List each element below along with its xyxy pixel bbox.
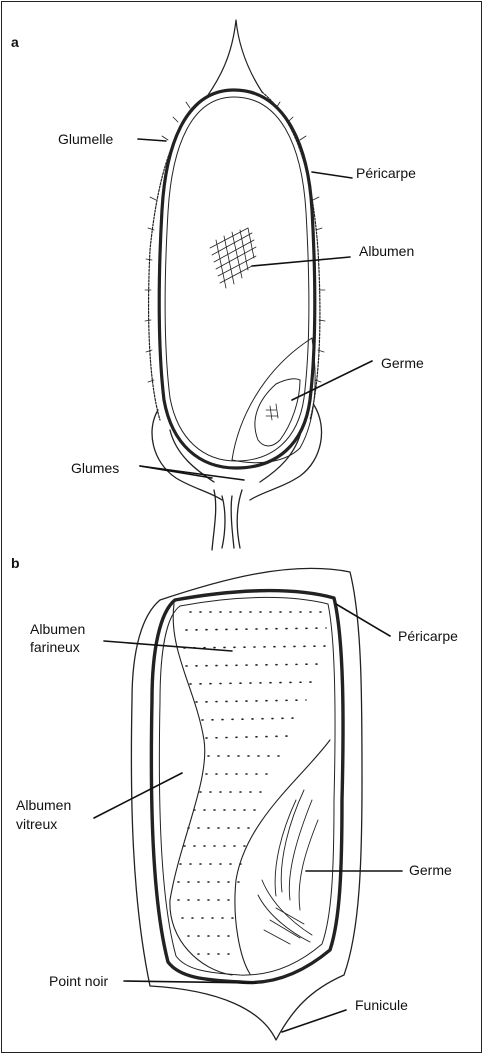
label-glumelle: Glumelle (58, 131, 113, 148)
label-pericarpe-a: Péricarpe (356, 165, 416, 182)
germe-b-boundary (235, 740, 330, 974)
label-funicule: Funicule (355, 997, 408, 1014)
vitreux-boundary (170, 604, 232, 975)
label-albumen-vitreux-line1: Albumen (16, 797, 71, 814)
label-albumen-vitreux-line2: vitreux (16, 816, 57, 833)
label-germe-a: Germe (381, 355, 424, 372)
label-albumen-farineux-line1: Albumen (30, 621, 85, 638)
germe-outline (232, 338, 315, 463)
label-glumes: Glumes (71, 460, 119, 477)
husk-tip (206, 20, 262, 98)
label-pericarpe-b: Péricarpe (398, 628, 458, 645)
aleurone-inner (159, 597, 335, 975)
albumen-hatching (210, 228, 256, 288)
stalk (212, 490, 242, 550)
panel-b-drawing (94, 568, 402, 1040)
aleurone-outline (151, 591, 343, 983)
leaders-b (94, 604, 402, 1032)
pericarpe-inner (165, 97, 309, 461)
glumes (152, 405, 322, 500)
panel-a-drawing (138, 20, 372, 550)
germe-marks (266, 404, 278, 420)
label-point-noir: Point noir (49, 973, 108, 990)
pericarpe-outline (159, 90, 315, 468)
label-germe-b: Germe (409, 862, 452, 879)
label-albumen-a: Albumen (359, 243, 414, 260)
pericarpe-b-outline (131, 568, 362, 1040)
label-albumen-farineux-line2: farineux (30, 639, 80, 656)
